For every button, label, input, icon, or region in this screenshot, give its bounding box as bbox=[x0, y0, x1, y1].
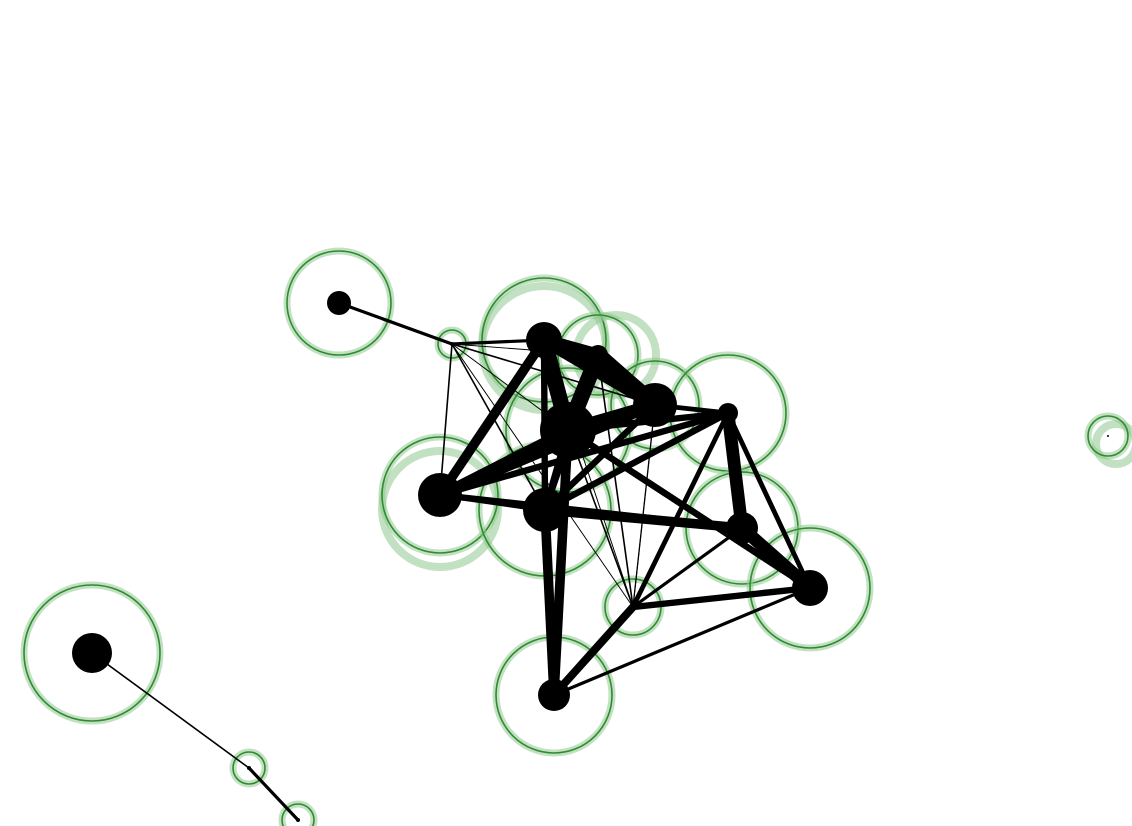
graph-node bbox=[523, 488, 567, 532]
graph-edge bbox=[435, 335, 549, 500]
node-halo bbox=[281, 803, 315, 826]
graph-edge bbox=[630, 410, 731, 610]
graph-node bbox=[726, 512, 758, 544]
graph-edge bbox=[725, 410, 813, 591]
node-halo bbox=[286, 250, 392, 356]
graph-node bbox=[296, 818, 300, 822]
graph-node bbox=[538, 679, 570, 711]
graph-node bbox=[633, 383, 677, 427]
graph-edge bbox=[91, 652, 250, 769]
graph-edge bbox=[597, 354, 634, 608]
graph-edge bbox=[721, 406, 749, 535]
node-halo bbox=[23, 584, 161, 722]
edge-layer bbox=[91, 301, 817, 822]
graph-node bbox=[718, 403, 738, 423]
graph-edge bbox=[543, 339, 634, 608]
node-halo bbox=[381, 436, 499, 554]
node-halo-layer bbox=[20, 247, 1132, 826]
graph-node bbox=[792, 570, 828, 606]
graph-edge bbox=[451, 343, 546, 511]
graph-edge bbox=[550, 603, 637, 699]
graph-edge bbox=[247, 766, 300, 822]
graph-node bbox=[540, 402, 596, 458]
graph-node bbox=[588, 345, 608, 365]
graph-node bbox=[1107, 435, 1109, 437]
node-layer bbox=[72, 291, 1109, 822]
graph-node bbox=[450, 342, 454, 346]
graph-edge bbox=[540, 505, 559, 700]
graph-node bbox=[72, 633, 112, 673]
graph-edge bbox=[564, 426, 814, 592]
node-halo bbox=[1087, 415, 1129, 457]
graph-node bbox=[526, 322, 562, 358]
graph-edge bbox=[630, 585, 813, 610]
node-halo bbox=[749, 527, 871, 649]
graph-node bbox=[247, 766, 251, 770]
graph-edge bbox=[337, 301, 454, 346]
graph-edge bbox=[435, 400, 660, 500]
graph-edge bbox=[436, 409, 732, 499]
graph-edge bbox=[632, 404, 656, 608]
graph-node bbox=[630, 604, 636, 610]
graph-node bbox=[327, 291, 351, 315]
graph-edge bbox=[631, 526, 744, 609]
node-halo-shadow bbox=[1092, 420, 1132, 468]
node-halo bbox=[232, 751, 266, 785]
graph-edge bbox=[552, 586, 812, 697]
graph-edge bbox=[439, 343, 453, 496]
graph-node bbox=[418, 473, 462, 517]
graph-edge bbox=[541, 409, 732, 514]
